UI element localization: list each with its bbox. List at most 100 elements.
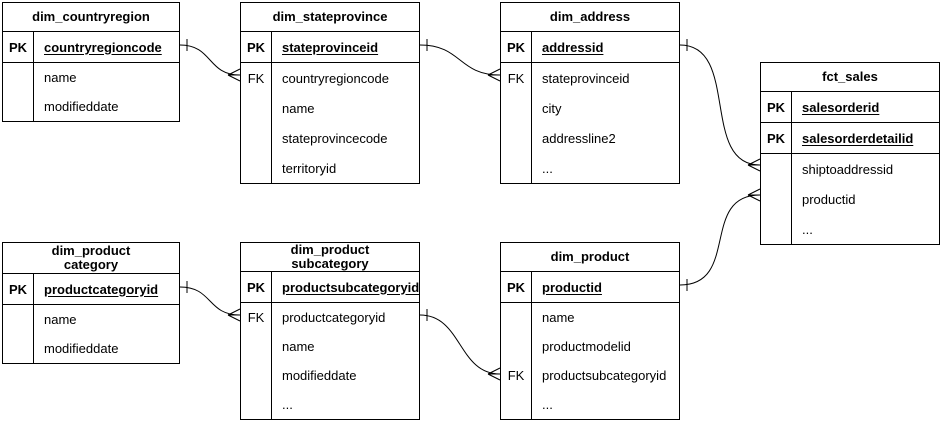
field-name: addressid <box>542 39 604 55</box>
key-badge <box>3 92 34 121</box>
field-name: productcategoryid <box>282 310 386 325</box>
field-row: name <box>241 93 419 123</box>
relation-product-to-fctsales <box>679 188 761 291</box>
crow-foot-icon <box>747 158 761 172</box>
field-row: name <box>501 303 679 332</box>
field-name: salesorderdetailid <box>802 130 914 146</box>
field-name: name <box>44 312 77 327</box>
field-row: FK productcategoryid <box>241 303 419 332</box>
relation-line <box>679 194 761 286</box>
field-row: PK salesorderdetailid <box>761 123 939 154</box>
field-row: territoryid <box>241 153 419 183</box>
table-title: fct_sales <box>761 63 939 92</box>
relation-productcategory-to-productsubcategory <box>179 281 241 322</box>
relation-line <box>179 44 241 76</box>
field-row: PK countryregioncode <box>3 32 179 63</box>
table-title: dim_countryregion <box>3 3 179 32</box>
key-badge <box>3 305 34 334</box>
field-name: ... <box>802 221 813 237</box>
key-badge: PK <box>501 32 532 62</box>
crow-foot-icon <box>227 308 241 322</box>
field-row: ... <box>241 390 419 419</box>
key-badge <box>501 332 532 361</box>
field-row: name <box>241 332 419 361</box>
table-dim-address: dim_address PK addressid FK stateprovinc… <box>500 2 680 184</box>
field-row: modifieddate <box>3 92 179 121</box>
table-dim-product: dim_product PK productid name productmod… <box>500 242 680 420</box>
field-name: ... <box>542 397 553 412</box>
key-badge: PK <box>3 274 34 304</box>
field-name: productsubcategoryid <box>282 279 420 295</box>
field-row: PK productcategoryid <box>3 274 179 305</box>
key-badge <box>501 303 532 332</box>
key-badge: FK <box>241 303 272 332</box>
field-row: modifieddate <box>241 361 419 390</box>
field-name: shiptoaddressid <box>802 161 894 177</box>
field-name: name <box>282 339 315 354</box>
key-badge <box>241 153 272 183</box>
key-badge <box>501 390 532 419</box>
relation-line <box>179 286 241 316</box>
relation-productsubcategory-to-product <box>419 309 501 381</box>
field-name: ... <box>282 397 293 412</box>
field-name: productmodelid <box>542 339 631 354</box>
field-name: modifieddate <box>282 368 357 383</box>
table-dim-productsubcategory: dim_product subcategory PK productsubcat… <box>240 242 420 420</box>
field-name: stateprovinceid <box>542 70 630 86</box>
table-title: dim_address <box>501 3 679 32</box>
field-name: countryregioncode <box>44 39 162 55</box>
key-badge <box>241 332 272 361</box>
key-badge <box>501 123 532 153</box>
key-badge <box>761 154 792 184</box>
field-name: productid <box>802 191 856 207</box>
key-badge: FK <box>501 63 532 93</box>
field-row: PK salesorderid <box>761 92 939 123</box>
crow-foot-icon <box>487 367 501 381</box>
table-dim-stateprovince: dim_stateprovince PK stateprovinceid FK … <box>240 2 420 184</box>
key-badge: PK <box>501 272 532 302</box>
crow-foot-icon <box>227 68 241 82</box>
field-row: PK productid <box>501 272 679 303</box>
crow-foot-icon <box>487 68 501 82</box>
field-row: productid <box>761 184 939 214</box>
key-badge <box>3 63 34 92</box>
field-name: productid <box>542 279 602 295</box>
field-name: name <box>44 70 77 85</box>
field-row: PK addressid <box>501 32 679 63</box>
field-name: salesorderid <box>802 99 880 115</box>
field-name: modifieddate <box>44 341 119 356</box>
relation-line <box>679 44 761 166</box>
table-dim-countryregion: dim_countryregion PK countryregioncode n… <box>2 2 180 122</box>
field-row: productmodelid <box>501 332 679 361</box>
key-badge <box>241 361 272 390</box>
key-badge <box>241 93 272 123</box>
relation-stateprovince-to-address <box>419 39 501 82</box>
table-title: dim_product subcategory <box>241 243 419 272</box>
field-name: city <box>542 100 562 116</box>
field-row: name <box>3 305 179 334</box>
key-badge: FK <box>501 361 532 390</box>
field-row: PK stateprovinceid <box>241 32 419 63</box>
relation-line <box>419 44 501 76</box>
field-row: FK productsubcategoryid <box>501 361 679 390</box>
crow-foot-icon <box>747 188 761 202</box>
field-row: shiptoaddressid <box>761 154 939 184</box>
table-title: dim_stateprovince <box>241 3 419 32</box>
relation-countryregion-to-stateprovince <box>179 39 241 82</box>
field-row: PK productsubcategoryid <box>241 272 419 303</box>
field-name: addressline2 <box>542 130 616 146</box>
key-badge: PK <box>761 123 792 153</box>
relation-line <box>419 314 501 375</box>
key-badge <box>761 214 792 244</box>
key-badge: FK <box>241 63 272 93</box>
field-name: productsubcategoryid <box>542 368 667 383</box>
key-badge: PK <box>241 272 272 302</box>
field-name: name <box>542 310 575 325</box>
table-fct-sales: fct_sales PK salesorderid PK salesorderd… <box>760 62 940 245</box>
field-row: addressline2 <box>501 123 679 153</box>
field-row: name <box>3 63 179 92</box>
key-badge <box>501 153 532 183</box>
field-name: ... <box>542 160 553 176</box>
relation-address-to-fctsales <box>679 39 761 172</box>
